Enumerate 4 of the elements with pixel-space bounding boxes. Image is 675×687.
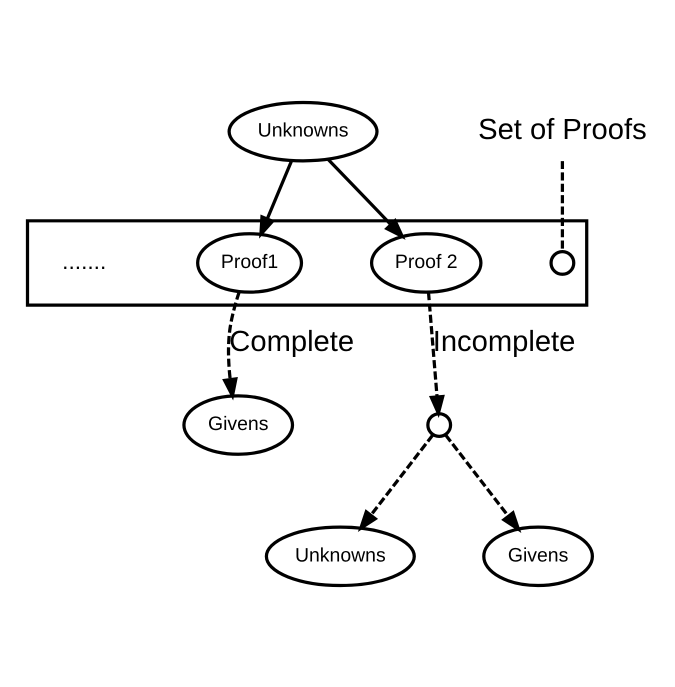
node-text: Set of Proofs: [478, 113, 647, 146]
label: .......: [62, 247, 106, 274]
edge-label: Incomplete: [432, 326, 576, 358]
edge-label: Complete: [229, 326, 354, 358]
